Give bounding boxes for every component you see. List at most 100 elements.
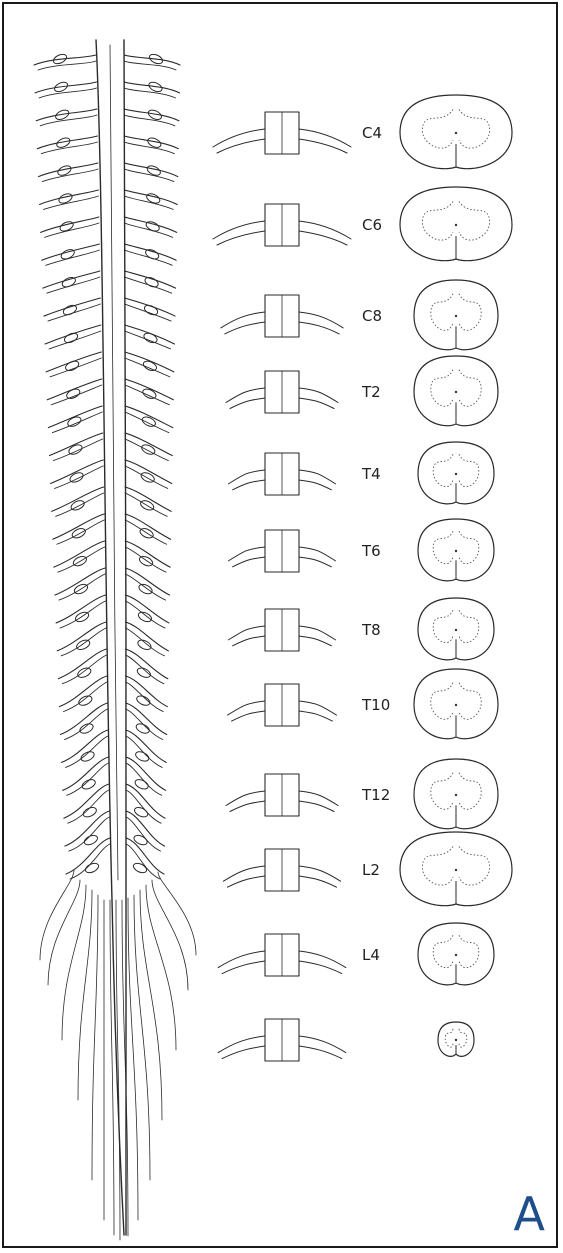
right-nerve-root xyxy=(124,55,180,65)
left-nerve-root xyxy=(65,811,110,846)
segment-right-root-lower xyxy=(299,801,334,812)
segment-left-root-lower xyxy=(222,961,265,974)
right-nerve-root-lower xyxy=(125,601,165,628)
left-root-ganglion xyxy=(70,499,86,512)
right-nerve-root-lower xyxy=(125,520,166,544)
right-nerve-root-lower xyxy=(124,61,176,70)
right-root-ganglion xyxy=(135,722,151,735)
right-nerve-root-lower xyxy=(125,547,166,572)
right-nerve-root xyxy=(125,568,169,595)
central-canal xyxy=(455,954,457,956)
left-nerve-root-lower xyxy=(66,736,108,767)
left-root-ganglion xyxy=(57,192,73,205)
cross-section xyxy=(418,519,494,581)
cross-section xyxy=(418,442,494,504)
cross-section xyxy=(400,832,512,906)
segment-right-root xyxy=(299,791,338,806)
right-nerve-root-lower xyxy=(124,250,172,265)
left-root-ganglion xyxy=(76,666,92,679)
left-nerve-root xyxy=(35,82,96,93)
gray-matter-right xyxy=(459,935,479,968)
central-canal xyxy=(455,794,457,796)
segment-left-root-lower xyxy=(232,711,265,721)
right-root-ganglion xyxy=(133,834,149,847)
segment-side-view xyxy=(213,112,351,154)
segment-right-root xyxy=(299,701,336,715)
central-canal xyxy=(455,704,457,706)
right-nerve-root xyxy=(126,730,166,762)
segment-left-root-lower xyxy=(233,636,265,646)
right-nerve-root xyxy=(126,838,164,874)
gray-matter-left xyxy=(422,201,453,240)
cross-section xyxy=(400,187,512,261)
segment-side-views xyxy=(213,112,351,1061)
segment-side-view xyxy=(213,204,351,246)
cord-nerve-roots xyxy=(34,52,180,879)
segment-right-root xyxy=(299,312,343,328)
segment-side-view xyxy=(229,453,336,495)
cord-median-line xyxy=(110,45,118,880)
central-canal xyxy=(455,629,457,631)
right-nerve-root xyxy=(126,676,168,707)
right-root-ganglion xyxy=(145,220,161,233)
segment-left-root xyxy=(223,866,265,881)
right-nerve-root-lower xyxy=(124,223,172,237)
segment-right-root xyxy=(299,470,335,484)
right-nerve-root-lower xyxy=(126,736,162,767)
cross-section xyxy=(418,923,494,985)
left-nerve-root xyxy=(66,838,110,874)
gray-matter-left xyxy=(433,531,453,564)
segment-left-root xyxy=(229,470,265,484)
left-root-ganglion xyxy=(64,359,80,372)
right-nerve-root xyxy=(124,163,178,177)
left-nerve-root-lower xyxy=(56,493,104,516)
segment-labels: C4C6C8T2T4T6T8T10T12L2L4 xyxy=(361,124,390,964)
cauda-strand xyxy=(146,885,176,1050)
cauda-strand xyxy=(122,900,128,1236)
left-nerve-root xyxy=(51,460,104,483)
cauda-strand xyxy=(158,872,196,955)
central-canal xyxy=(455,315,457,317)
right-nerve-root xyxy=(125,595,169,623)
right-nerve-root xyxy=(126,703,167,735)
cross-section xyxy=(400,95,512,169)
whole-spinal-cord xyxy=(34,40,196,1240)
cauda-strand xyxy=(62,885,86,1040)
left-nerve-root xyxy=(58,649,106,679)
gray-matter-right xyxy=(459,1029,467,1047)
left-nerve-root-lower xyxy=(38,61,96,70)
gray-matter-right xyxy=(459,531,479,564)
cauda-strand xyxy=(78,890,92,1100)
left-nerve-root-lower xyxy=(67,763,109,795)
left-nerve-root xyxy=(49,433,102,456)
right-nerve-root xyxy=(124,109,179,121)
segment-side-view xyxy=(218,1019,346,1061)
segment-left-root xyxy=(218,1036,265,1053)
segment-right-root xyxy=(299,547,335,561)
segment-left-root xyxy=(218,951,265,968)
right-root-ganglion xyxy=(132,861,148,874)
right-nerve-root xyxy=(125,460,172,483)
segment-right-root xyxy=(299,1036,346,1053)
segment-left-root xyxy=(221,312,265,328)
central-canal xyxy=(455,132,457,134)
segment-left-root-lower xyxy=(225,322,265,334)
segment-right-root-lower xyxy=(299,398,334,409)
left-nerve-root xyxy=(53,514,104,539)
left-root-ganglion xyxy=(81,778,97,791)
segment-level-label: T12 xyxy=(361,786,390,804)
right-root-ganglion xyxy=(143,303,159,316)
left-nerve-root-lower xyxy=(57,520,104,544)
gray-matter-right xyxy=(459,201,490,240)
segment-side-view xyxy=(229,609,336,651)
gray-matter-right xyxy=(459,294,481,331)
cauda-strand xyxy=(40,870,74,960)
segment-left-root xyxy=(226,791,265,806)
right-nerve-root xyxy=(125,325,175,344)
segment-side-view xyxy=(221,295,343,337)
right-root-ganglion xyxy=(135,694,151,707)
gray-matter-left xyxy=(422,846,453,885)
segment-right-root xyxy=(299,866,341,881)
cauda-equina xyxy=(40,870,196,1240)
